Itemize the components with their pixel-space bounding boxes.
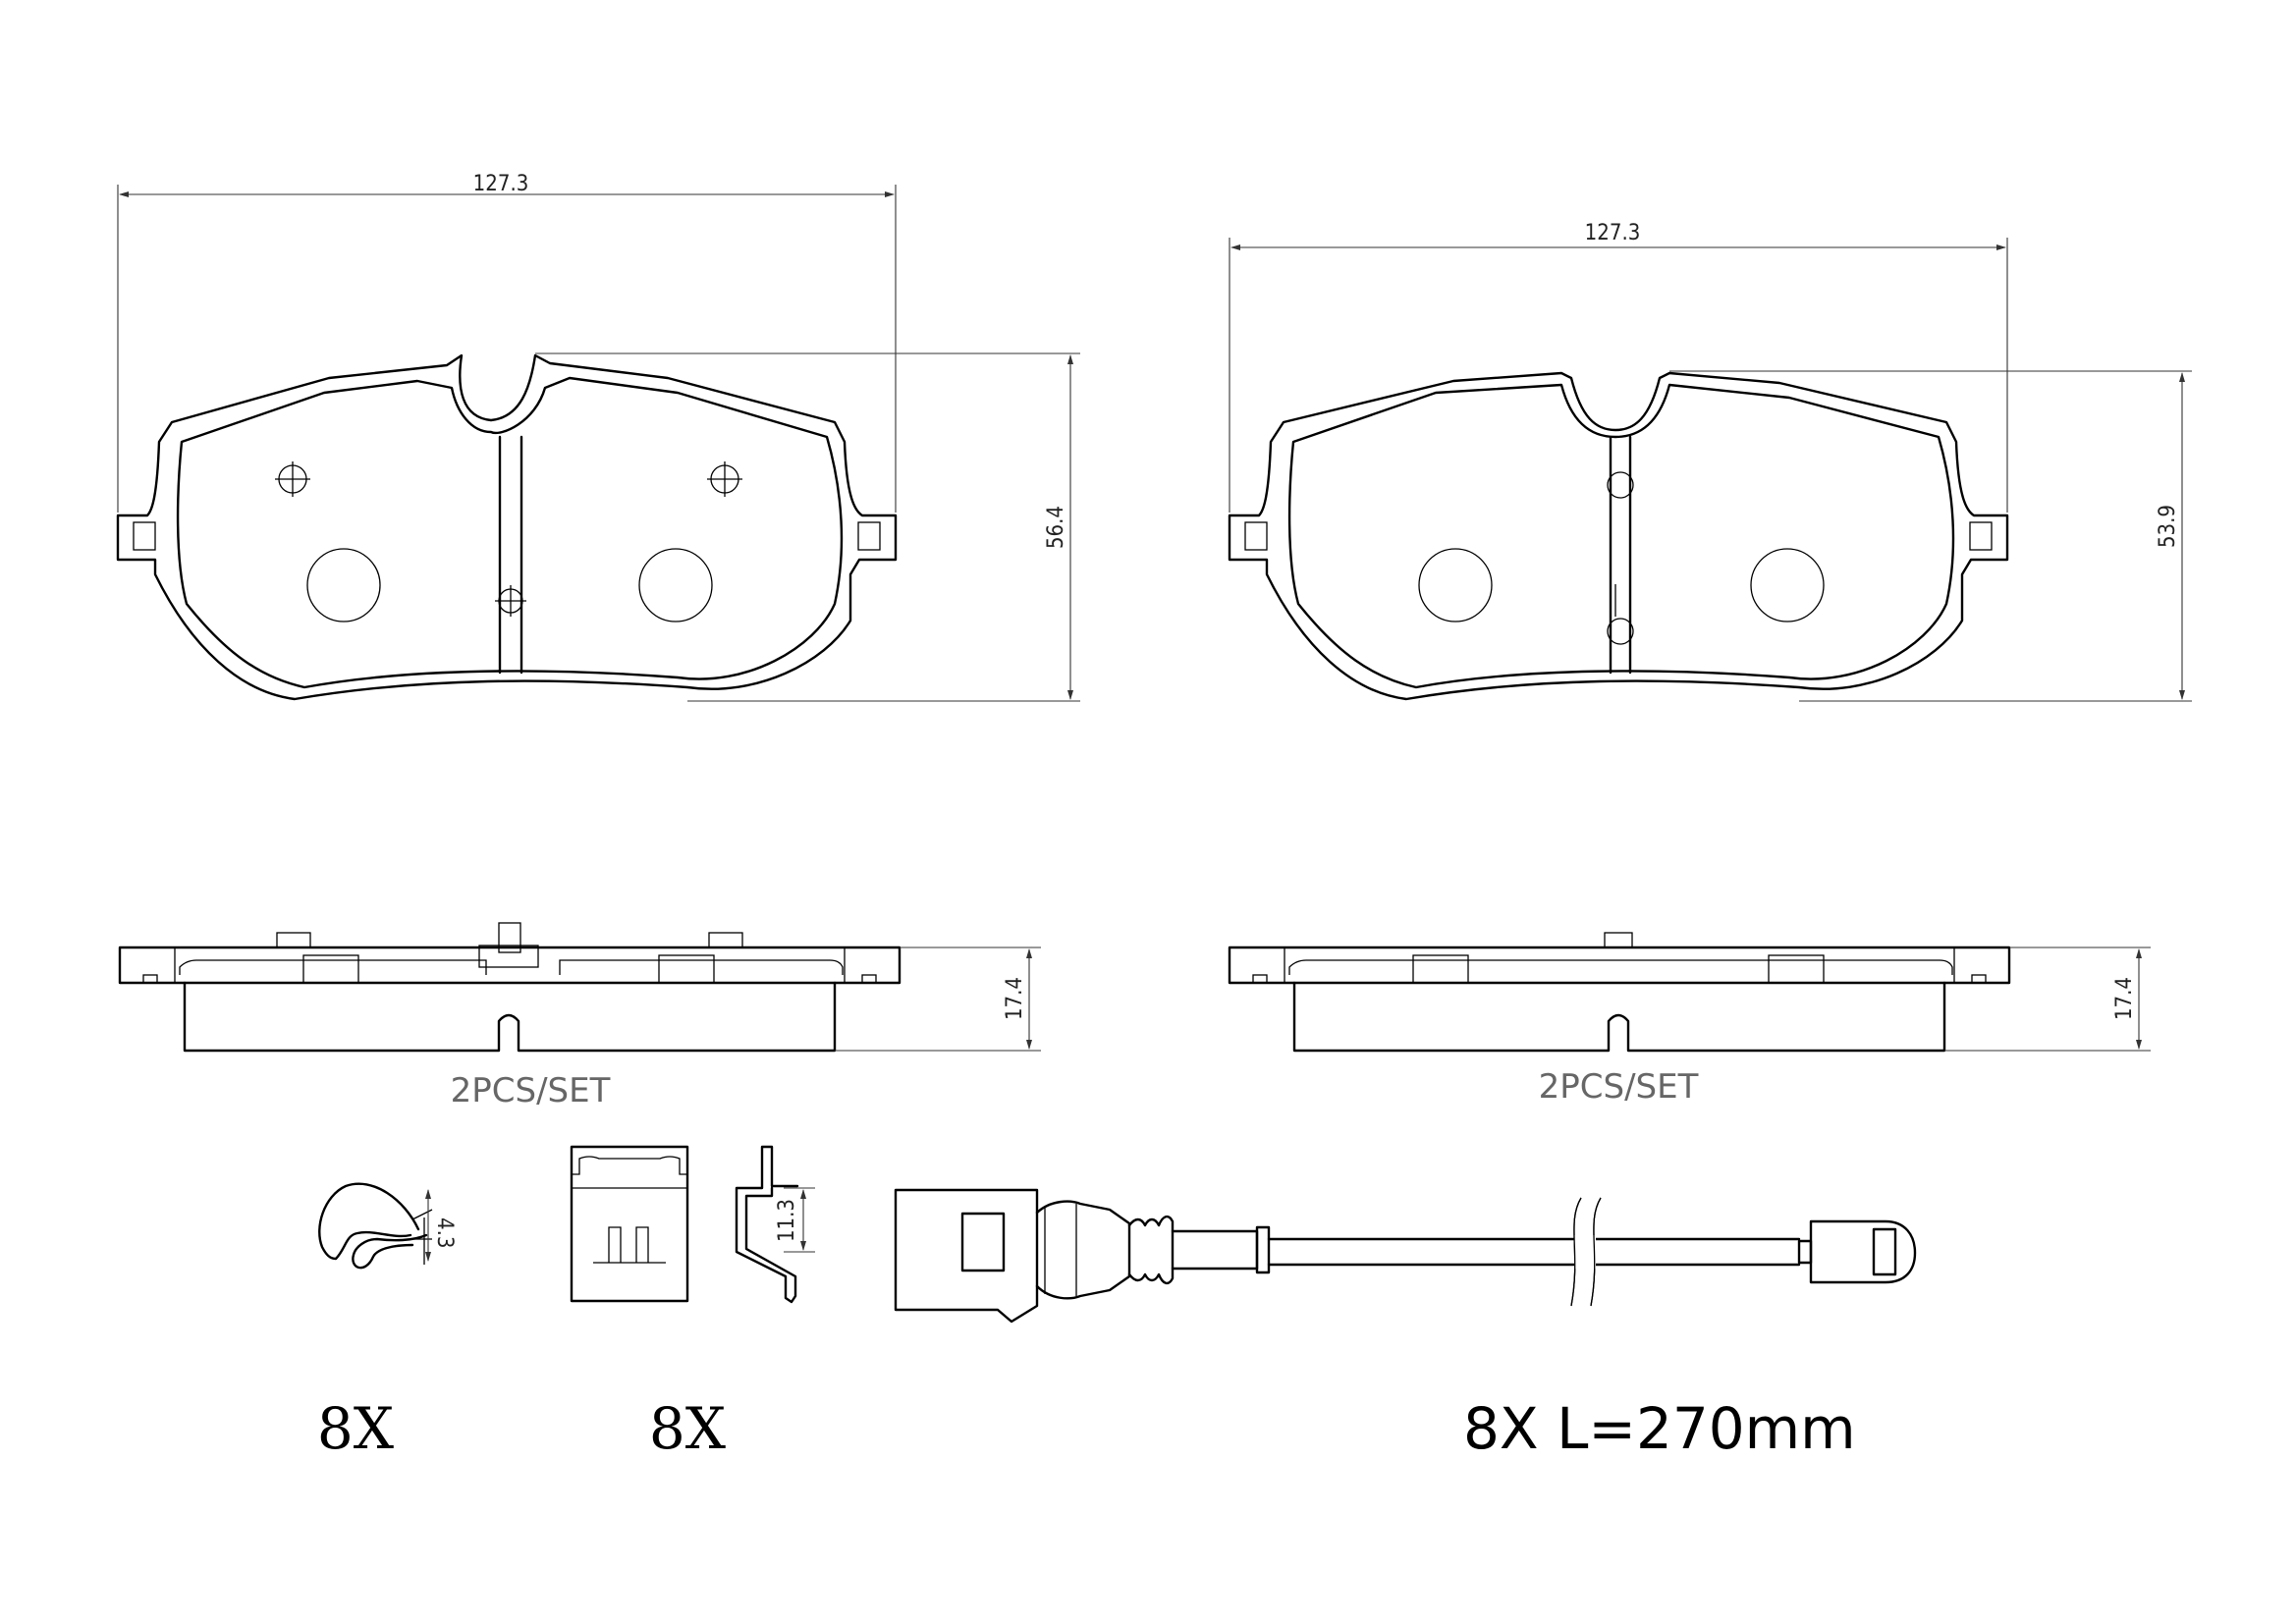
spring-clip-dim-label: 4.3 bbox=[432, 1217, 457, 1248]
pad1-side-friction bbox=[183, 981, 837, 1053]
bracket-clip-dim-label: 11.3 bbox=[775, 1199, 799, 1242]
pad2-side-tab-1 bbox=[1412, 954, 1469, 984]
pad2-width-dimension: 127.3 bbox=[1229, 221, 2008, 513]
pad1-set-label: 2PCS/SET bbox=[451, 1071, 611, 1110]
wear-sensor-qty: 8X L=270mm bbox=[1463, 1395, 1856, 1462]
pad2-hole-right bbox=[1750, 548, 1825, 622]
pad2-thickness-label: 17.4 bbox=[2112, 977, 2137, 1020]
pad1-side-tab-1 bbox=[302, 954, 359, 984]
bracket-clip-side bbox=[735, 1145, 799, 1304]
pad2-set-label: 2PCS/SET bbox=[1539, 1067, 1699, 1107]
bracket-clip: 11.3 8X bbox=[570, 1145, 815, 1462]
wear-sensor-connector-window bbox=[960, 1212, 1006, 1272]
pad2-friction-material bbox=[1287, 383, 1955, 689]
pad1-height-dimension: 56.4 bbox=[535, 352, 1080, 702]
pad1-front-view: 127.3 56.4 bbox=[116, 172, 1080, 702]
pad1-friction-material bbox=[176, 376, 844, 689]
pad2-side-view: 17.4 2PCS/SET bbox=[1228, 932, 2151, 1107]
pad2-side-friction bbox=[1292, 981, 1946, 1053]
wear-sensor-boot bbox=[1035, 1200, 1131, 1300]
wear-sensor-connector bbox=[894, 1188, 1039, 1324]
pad1-height-label: 56.4 bbox=[1044, 506, 1068, 549]
pad2-side-backing-plate bbox=[1228, 946, 2011, 985]
pad1-right-ear-slot bbox=[857, 521, 881, 551]
spring-clip: 4.3 8X bbox=[317, 1182, 457, 1462]
pad1-side-center-clip bbox=[478, 945, 539, 968]
pad1-thickness-dimension: 17.4 bbox=[835, 947, 1041, 1052]
bracket-clip-qty: 8X bbox=[649, 1395, 727, 1462]
pad1-left-ear-slot bbox=[133, 521, 156, 551]
pad2-left-ear-slot bbox=[1244, 521, 1268, 551]
pad2-hole-left bbox=[1418, 548, 1493, 622]
wear-sensor-probe bbox=[1809, 1219, 1917, 1284]
pad1-side-backing-plate bbox=[118, 946, 902, 985]
pad2-groove-marker-top bbox=[1607, 471, 1634, 499]
pad1-marker-right bbox=[707, 461, 742, 497]
spring-clip-qty: 8X bbox=[317, 1395, 395, 1462]
pad2-side-tab-2 bbox=[1768, 954, 1825, 984]
pad2-height-label: 53.9 bbox=[2156, 505, 2180, 548]
pad2-front-view: 127.3 53.9 bbox=[1228, 221, 2192, 702]
pad2-height-dimension: 53.9 bbox=[1669, 370, 2192, 702]
pad1-thickness-label: 17.4 bbox=[1003, 977, 1027, 1020]
pad1-side-view: 17.4 2PCS/SET bbox=[118, 922, 1041, 1110]
pad2-groove-marker-bottom bbox=[1607, 618, 1634, 645]
pad1-width-dimension: 127.3 bbox=[117, 172, 897, 513]
pad1-width-label: 127.3 bbox=[473, 172, 529, 196]
pad1-marker-left bbox=[275, 461, 310, 497]
pad1-hole-right bbox=[638, 548, 713, 622]
pad2-right-ear-slot bbox=[1969, 521, 1993, 551]
spring-clip-outline bbox=[318, 1182, 420, 1261]
bracket-clip-front bbox=[570, 1145, 689, 1303]
pad1-hole-left bbox=[306, 548, 381, 622]
pad2-width-label: 127.3 bbox=[1585, 221, 1641, 245]
wear-sensor: 8X L=270mm bbox=[894, 1188, 1917, 1462]
pad2-thickness-dimension: 17.4 bbox=[1944, 947, 2151, 1052]
pad1-marker-center bbox=[495, 585, 526, 617]
wear-sensor-bellows bbox=[1127, 1215, 1175, 1285]
pad1-side-tab-2 bbox=[658, 954, 715, 984]
pad1-backing-plate bbox=[116, 353, 898, 701]
pad2-backing-plate bbox=[1228, 371, 2009, 701]
